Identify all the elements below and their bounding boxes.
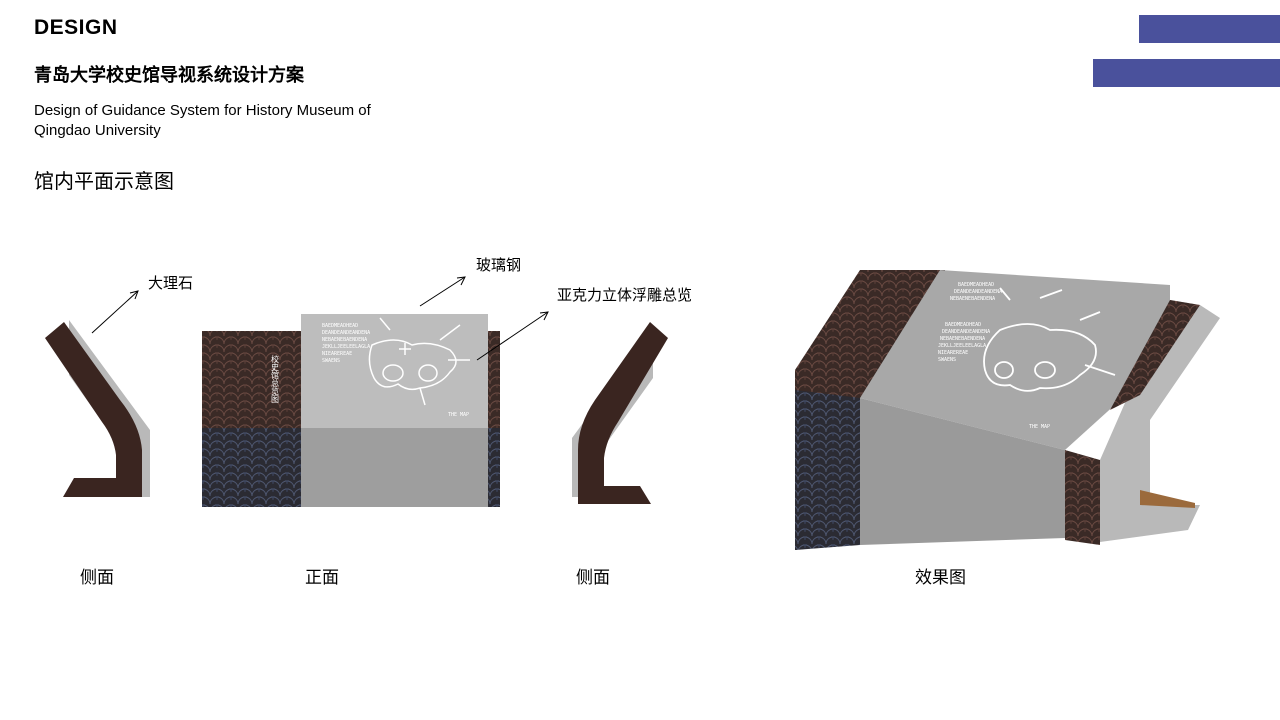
map-caption-render: THE MAP: [1029, 424, 1050, 430]
map-relief-render: [983, 287, 1116, 392]
callout-acrylic: 亚克力立体浮雕总览: [557, 286, 693, 304]
page-title-chinese: 青岛大学校史馆导视系统设计方案: [34, 65, 304, 86]
svg-text:JEKLLJEELEELAGLA: JEKLLJEELEELAGLA: [322, 344, 370, 350]
svg-text:BAEDMEADHEAD: BAEDMEADHEAD: [958, 282, 994, 288]
label-side-right: 侧面: [576, 568, 610, 588]
render-view: BAEDMEADHEAD DEANDEANDEANDENA NEBAENEBAE…: [795, 270, 1220, 550]
callout-marble: 大理石: [148, 274, 194, 292]
svg-text:DEANDEANDEANDENA: DEANDEANDEANDENA: [322, 330, 370, 336]
svg-text:DEANDEANDEANDENA: DEANDEANDEANDENA: [954, 289, 1002, 295]
svg-text:DEANDEANDEANDENA: DEANDEANDEANDENA: [942, 329, 990, 335]
svg-text:BAEDMEADHEAD: BAEDMEADHEAD: [945, 322, 981, 328]
svg-text:BAEDMEADHEAD: BAEDMEADHEAD: [322, 323, 358, 329]
front-view: BAEDMEADHEAD DEANDEANDEANDENA NEBAENEBAE…: [202, 314, 500, 507]
decor-bar-bottom: [1093, 59, 1280, 87]
svg-text:NIEAREREAE: NIEAREREAE: [322, 351, 352, 357]
page-title-english: Design of Guidance System for History Mu…: [34, 102, 371, 139]
map-relief-front: [368, 317, 470, 406]
callout-arrows: [91, 276, 549, 361]
svg-text:SWAENS: SWAENS: [322, 358, 340, 364]
section-title: 馆内平面示意图: [34, 169, 174, 193]
label-front: 正面: [305, 568, 339, 588]
callout-frp: 玻璃钢: [476, 256, 522, 274]
brand-heading: DESIGN: [34, 16, 118, 39]
svg-text:NEBAENEBAENDENA: NEBAENEBAENDENA: [322, 337, 367, 343]
svg-text:NEBAENEBAENDENA: NEBAENEBAENDENA: [950, 296, 995, 302]
svg-text:SWAENS: SWAENS: [938, 357, 956, 363]
svg-text:NIEAREREAE: NIEAREREAE: [938, 350, 968, 356]
label-render: 效果图: [915, 568, 966, 588]
side-view-right: [572, 322, 668, 504]
svg-text:NEBAENEBAENDENA: NEBAENEBAENDENA: [940, 336, 985, 342]
map-caption-front: THE MAP: [448, 412, 469, 418]
svg-text:JEKLLJEELEELAGLA: JEKLLJEELEELAGLA: [938, 343, 986, 349]
label-side-left: 侧面: [80, 568, 114, 588]
side-view-left: [45, 320, 150, 497]
decor-bar-top: [1139, 15, 1280, 43]
vertical-title-front: 校史馆总览图: [271, 354, 280, 404]
